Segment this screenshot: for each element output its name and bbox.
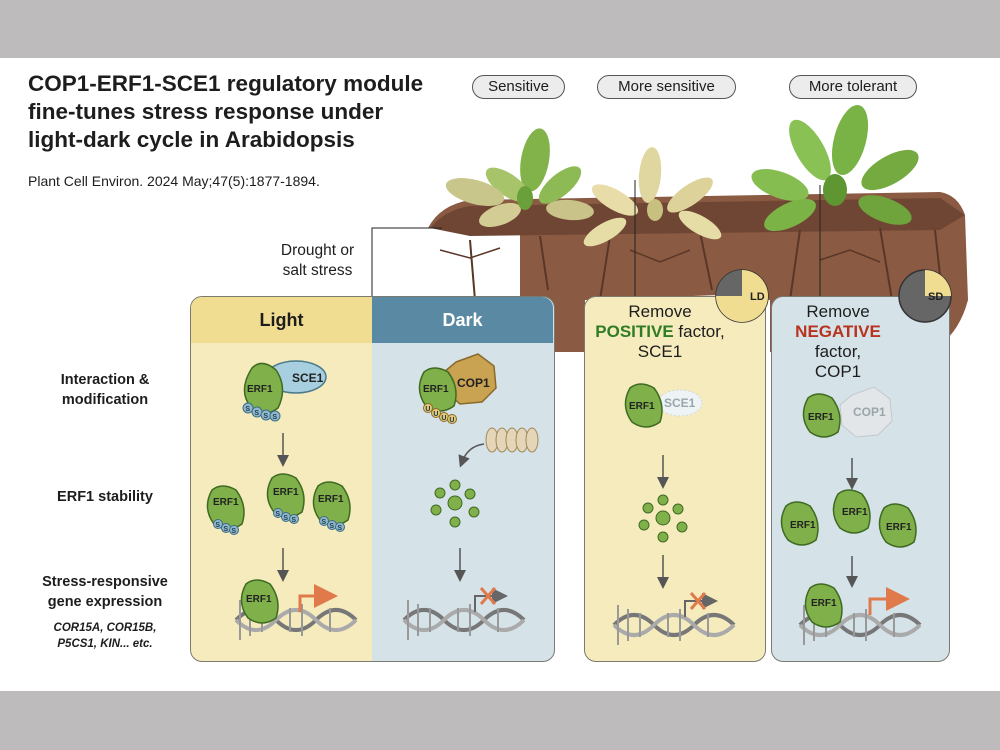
sumo-mark-4: S bbox=[215, 522, 220, 529]
dark-erf1-cop1-complex: COP1 ERF1 bbox=[418, 353, 497, 424]
dark-header bbox=[372, 297, 553, 343]
sumo-mark-10: S bbox=[321, 519, 326, 526]
sce1-mutant-title: Remove POSITIVE factor, SCE1 bbox=[590, 302, 730, 362]
citation: Plant Cell Environ. 2024 May;47(5):1877-… bbox=[28, 173, 320, 189]
plant-more-tolerant bbox=[751, 104, 919, 232]
gene-list-2: P5CS1, KIN... etc. bbox=[57, 638, 153, 650]
sumo-mark-8: S bbox=[283, 515, 288, 522]
ld-clock-label: LD bbox=[750, 291, 765, 303]
cop1-mutant-erf1-label-1: ERF1 bbox=[808, 412, 834, 423]
sumo-mark-7: S bbox=[275, 511, 280, 518]
light-erf1-label-1: ERF1 bbox=[247, 384, 273, 395]
cop1-mutant-erf1-label-5: ERF1 bbox=[811, 598, 837, 609]
light-erf1-label-5: ERF1 bbox=[246, 594, 272, 605]
sumo-mark-0: S bbox=[245, 406, 250, 413]
dark-panel bbox=[372, 296, 555, 662]
light-header bbox=[191, 297, 372, 343]
cop1-mutant-erf1-label-4: ERF1 bbox=[886, 522, 912, 533]
row-label-expression-1: Stress-responsive bbox=[42, 574, 168, 590]
light-erf1-label-3: ERF1 bbox=[273, 487, 299, 498]
sce1-title-1: Remove bbox=[628, 302, 692, 321]
cop1-stable-erf1: ERF1 ERF1 ERF1 bbox=[780, 489, 917, 548]
row-label-expression: Stress-responsive gene expression bbox=[20, 572, 190, 612]
cop1-title-4: COP1 bbox=[814, 362, 862, 381]
light-dna-activation: ERF1 bbox=[234, 579, 358, 640]
sce1-mutant-erf1-label: ERF1 bbox=[629, 401, 655, 412]
row-label-stability: ERF1 stability bbox=[57, 489, 153, 505]
cop1-mutant-interaction: COP1 ERF1 bbox=[802, 386, 893, 438]
row-label-interaction: Interaction & modification bbox=[20, 370, 190, 410]
phenotype-more-tolerant: More tolerant bbox=[789, 75, 917, 99]
cop1-mutant-erf1-label-3: ERF1 bbox=[842, 507, 868, 518]
sce1-ghost-label: SCE1 bbox=[664, 396, 696, 410]
sumo-mark-3: S bbox=[272, 414, 277, 421]
ubiquitin-mark-2: U bbox=[441, 415, 446, 422]
sd-clock-label: SD bbox=[928, 291, 943, 303]
stress-connector bbox=[371, 227, 442, 297]
cop1-dna-activation: ERF1 bbox=[798, 583, 922, 645]
ld-clock-icon: LD bbox=[715, 269, 769, 323]
title-line-3: light-dark cycle in Arabidopsis bbox=[28, 127, 355, 152]
stress-label-2: salt stress bbox=[282, 262, 353, 279]
light-sce1-label: SCE1 bbox=[292, 371, 324, 385]
sce1-dna-blocked bbox=[612, 592, 736, 645]
soil-cracks bbox=[469, 227, 946, 321]
bottom-band bbox=[0, 691, 1000, 750]
sd-clock-icon: SD bbox=[898, 269, 952, 323]
light-erf1-sce1-complex: SCE1 ERF1 bbox=[242, 360, 327, 422]
dark-dna-blocked bbox=[402, 587, 526, 640]
dark-degraded-fragments bbox=[430, 479, 480, 528]
title-line-1: COP1-ERF1-SCE1 regulatory module bbox=[28, 71, 424, 96]
light-erf1-label-2: ERF1 bbox=[213, 497, 239, 508]
plant-sensitive bbox=[445, 128, 594, 228]
sce1-title-factor: factor, bbox=[673, 322, 725, 341]
dark-erf1-label: ERF1 bbox=[423, 384, 449, 395]
sumo-mark-6: S bbox=[231, 528, 236, 535]
top-band bbox=[0, 0, 1000, 58]
sce1-degraded-fragments bbox=[638, 494, 688, 543]
cop1-mutant-erf1-label-2: ERF1 bbox=[790, 520, 816, 531]
gene-list: COR15A, COR15B, P5CS1, KIN... etc. bbox=[20, 620, 190, 652]
sce1-mutant-interaction: SCE1 ERF1 bbox=[624, 383, 703, 428]
dark-header-label: Dark bbox=[442, 310, 483, 330]
ubiquitin-mark-0: U bbox=[425, 406, 430, 413]
cop1-mutant-title: Remove NEGATIVE factor, COP1 bbox=[776, 302, 900, 382]
cop1-title-factor: factor, bbox=[814, 342, 862, 361]
phenotype-sensitive: Sensitive bbox=[472, 75, 565, 99]
phenotype-more-sensitive: More sensitive bbox=[597, 75, 736, 99]
light-stable-erf1: ERF1 ERF1 ERF1 bbox=[206, 473, 351, 535]
sumo-mark-1: S bbox=[254, 410, 259, 417]
cop1-title-negative: NEGATIVE bbox=[795, 322, 881, 341]
sumo-mark-2: S bbox=[263, 413, 268, 420]
title-line-2: fine-tunes stress response under bbox=[28, 99, 384, 124]
row-label-expression-2: gene expression bbox=[47, 594, 163, 610]
ubiquitin-mark-1: U bbox=[433, 411, 438, 418]
cop1-title-1: Remove bbox=[806, 302, 870, 321]
light-erf1-label-4: ERF1 bbox=[318, 494, 344, 505]
ubiquitin-mark-3: U bbox=[449, 417, 454, 424]
soil-cracks-2 bbox=[439, 247, 881, 263]
sumo-mark-5: S bbox=[223, 526, 228, 533]
sumo-mark-12: S bbox=[337, 525, 342, 532]
row-label-interaction-2: modification bbox=[61, 392, 149, 408]
stress-label-1: Drought or bbox=[280, 242, 355, 259]
dark-degradation-arrow bbox=[458, 443, 485, 468]
proteasome-icon bbox=[485, 427, 539, 453]
cop1-mutant-panel bbox=[771, 296, 950, 662]
sumo-mark-9: S bbox=[291, 517, 296, 524]
plant-more-sensitive bbox=[583, 147, 722, 247]
dark-cop1-label: COP1 bbox=[457, 376, 490, 390]
light-header-label: Light bbox=[259, 310, 304, 330]
cop1-ghost-label: COP1 bbox=[853, 405, 886, 419]
sce1-mutant-panel bbox=[584, 296, 766, 662]
sce1-title-positive: POSITIVE bbox=[595, 322, 674, 341]
sce1-title-4: SCE1 bbox=[637, 342, 683, 361]
row-label-interaction-1: Interaction & bbox=[60, 372, 150, 388]
figure-title: COP1-ERF1-SCE1 regulatory module fine-tu… bbox=[28, 70, 458, 154]
gene-list-1: COR15A, COR15B, bbox=[53, 622, 157, 634]
sumo-mark-11: S bbox=[329, 523, 334, 530]
